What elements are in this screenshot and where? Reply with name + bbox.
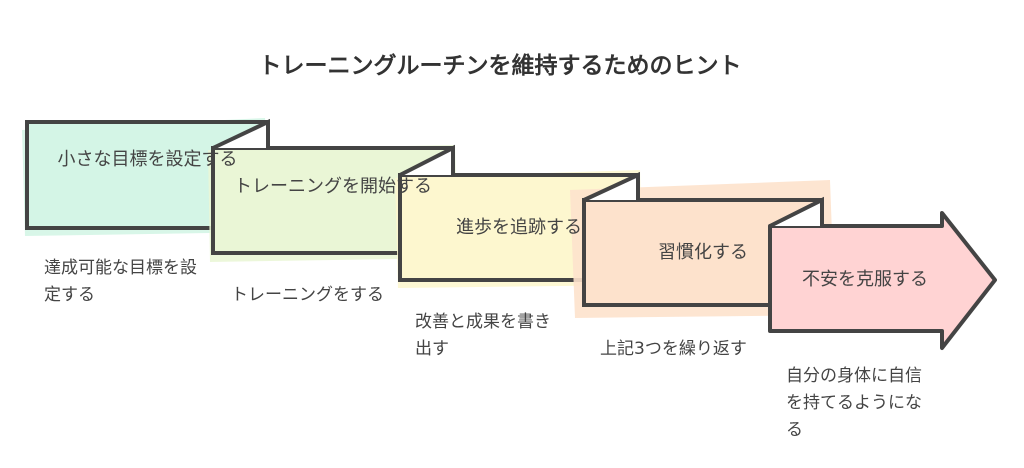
step-2-description: トレーニングをする [231, 285, 384, 305]
step-5-label: 不安を克服する [802, 269, 928, 290]
step-4-label: 習慣化する [658, 242, 748, 263]
step-3-label: 進歩を追跡する [456, 217, 582, 238]
step-3-description: 改善と成果を書き出す [415, 312, 551, 359]
step-arrow-5 [768, 196, 997, 350]
step-5-description: 自分の身体に自信を持てるようになる [786, 366, 922, 440]
step-4-description: 上記3つを繰り返す [600, 339, 747, 359]
step-2-label: トレーニングを開始する [234, 176, 432, 197]
step-1-description: 達成可能な目標を設定する [44, 258, 197, 305]
step-1-label: 小さな目標を設定する [57, 149, 238, 170]
diagram-title: トレーニングルーチンを維持するためのヒント [258, 53, 742, 79]
